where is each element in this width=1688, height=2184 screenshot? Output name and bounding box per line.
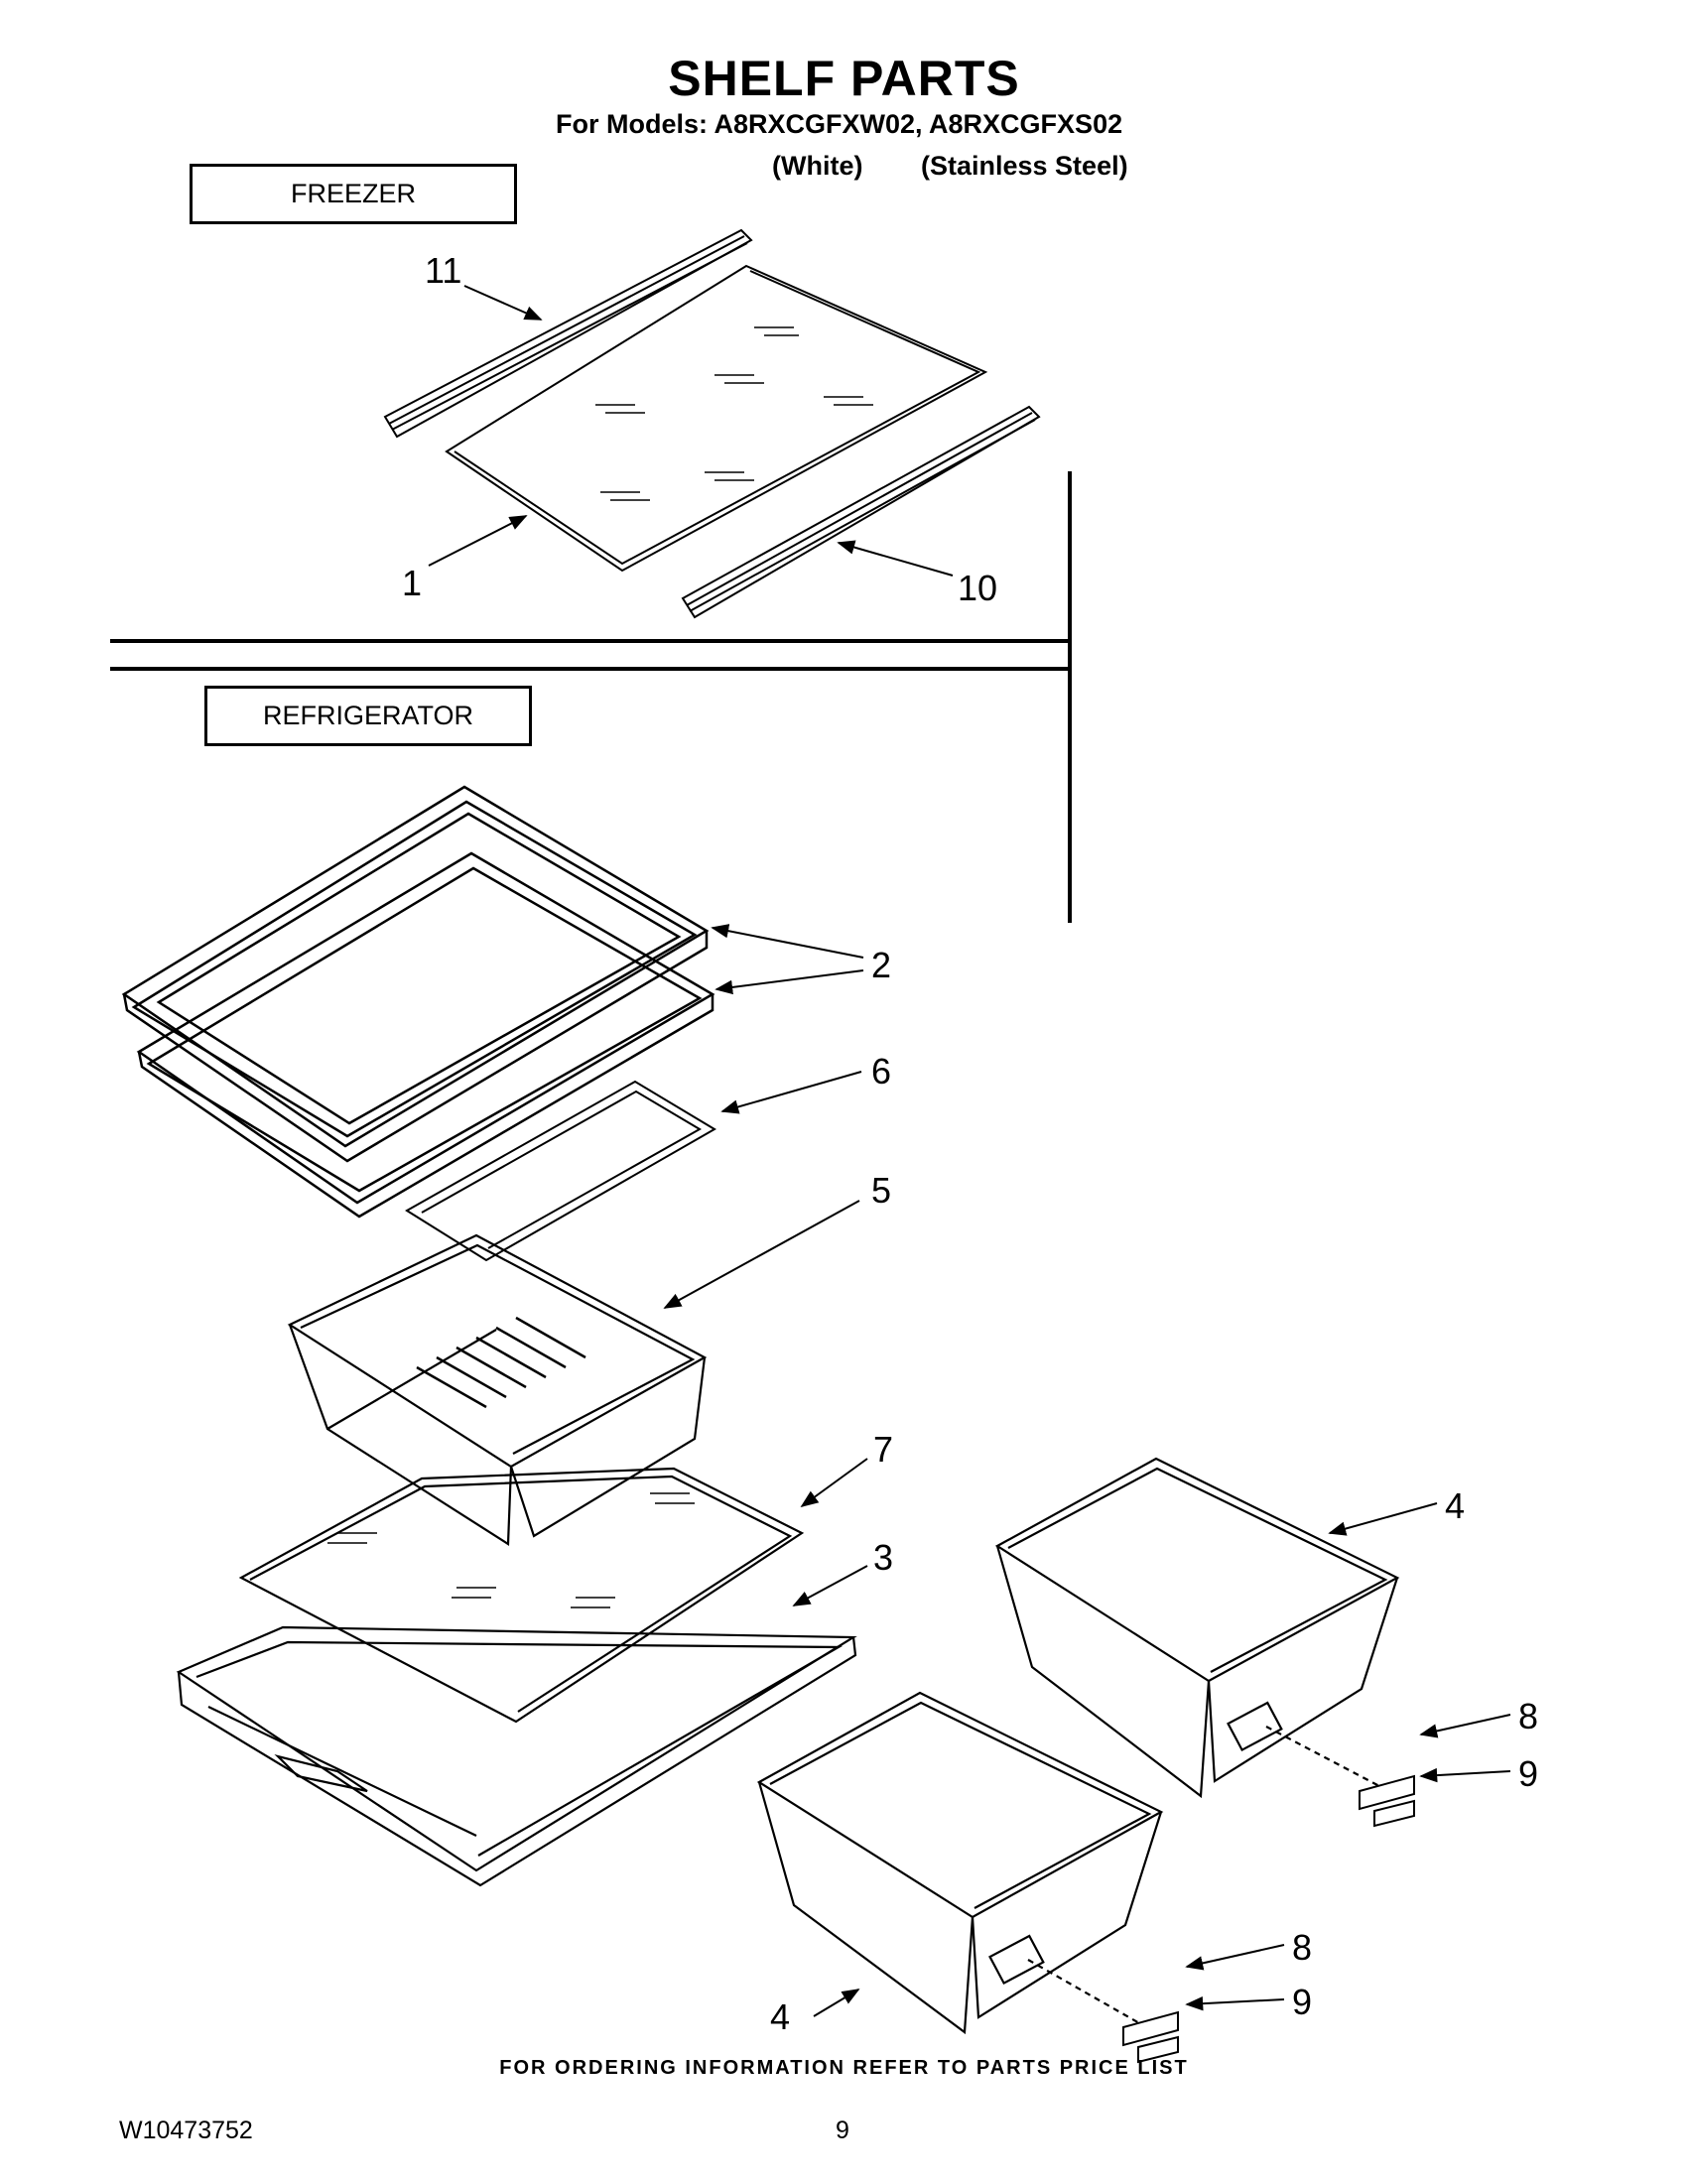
freezer-front-trim [681, 405, 1041, 619]
callout-9-lower: 9 [1292, 1982, 1312, 2022]
callout-5: 5 [871, 1170, 891, 1211]
freezer-rear-trim [383, 228, 753, 439]
models-subtitle: For Models: A8RXCGFXW02, A8RXCGFXS02 [556, 109, 1123, 139]
pan-upper-right [994, 1457, 1400, 1799]
callout-9-upper: 9 [1518, 1753, 1538, 1794]
freezer-glass-shelf [445, 264, 988, 573]
callout-6: 6 [871, 1051, 891, 1092]
crisper-cover-frame [405, 1080, 716, 1262]
pan-lower [756, 1691, 1164, 2035]
crisper-glass-panel [238, 1467, 805, 1724]
callout-8-lower: 8 [1292, 1927, 1312, 1968]
callout-4-lower: 4 [770, 1996, 790, 2037]
label-holder-upper [1359, 1774, 1415, 1828]
callout-8-upper: 8 [1518, 1696, 1538, 1736]
freezer-section-label: FREEZER [190, 164, 517, 224]
callout-7: 7 [873, 1429, 893, 1470]
refrigerator-shelf-frames [121, 785, 715, 1219]
upper-crisper-drawer [287, 1233, 708, 1546]
page-title: SHELF PARTS [668, 51, 1020, 106]
ordering-note: FOR ORDERING INFORMATION REFER TO PARTS … [499, 2057, 1189, 2079]
callout-2: 2 [871, 945, 891, 985]
callout-3: 3 [873, 1537, 893, 1578]
callout-1: 1 [402, 563, 422, 603]
callout-11: 11 [425, 250, 461, 291]
callout-4-upper: 4 [1445, 1485, 1465, 1526]
document-number: W10473752 [119, 2117, 253, 2144]
variant-stainless: (Stainless Steel) [921, 151, 1128, 181]
label-holder-lower [1122, 2010, 1179, 2064]
crisper-frame [176, 1625, 857, 1887]
callout-10: 10 [958, 568, 997, 608]
page-number: 9 [836, 2117, 849, 2144]
variant-white: (White) [772, 151, 863, 181]
section-divider [110, 471, 1072, 923]
callout-leaders [428, 285, 1511, 2017]
refrigerator-section-label: REFRIGERATOR [204, 686, 532, 746]
